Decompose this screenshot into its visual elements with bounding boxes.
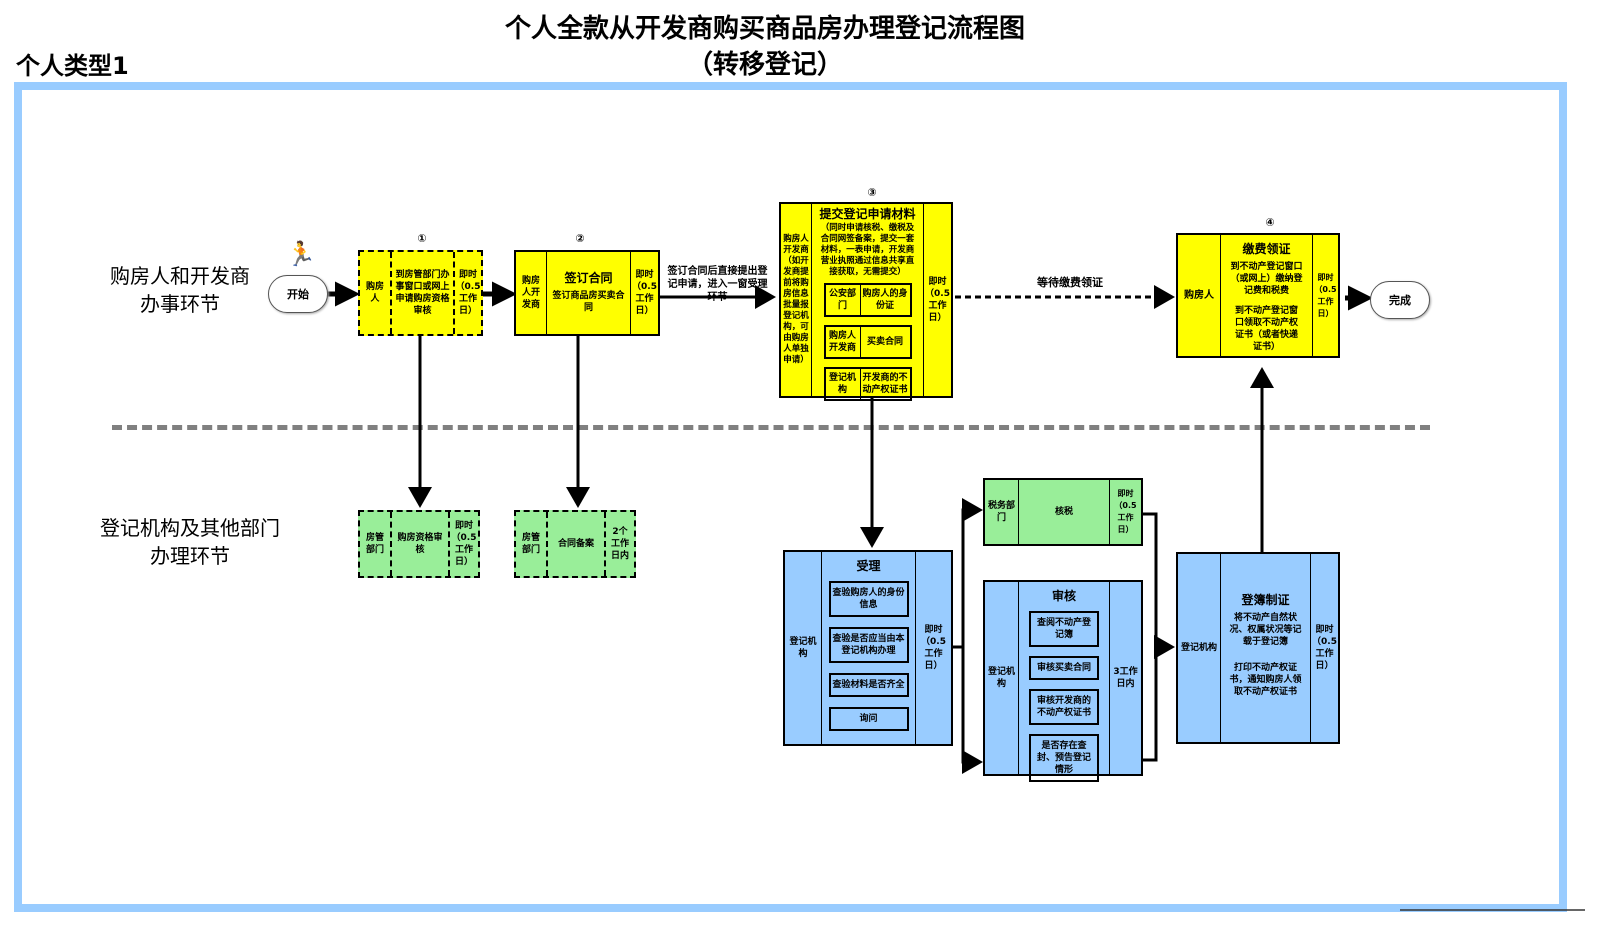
filing-time: 2个工作日内	[604, 512, 634, 576]
step-number: ③	[867, 186, 877, 199]
start-label: 开始	[287, 288, 309, 301]
register-detail: 打印不动产权证书，通知购房人领取不动产权证书	[1229, 663, 1302, 697]
step-number: ④	[1265, 216, 1275, 229]
step4-time: 即时（0.5工作日）	[1312, 235, 1338, 356]
start-terminal: 开始	[268, 275, 328, 313]
register-time: 即时（0.5工作日）	[1310, 554, 1338, 742]
step4-detail: 到不动产登记窗口（或网上）缴纳登记费和税费	[1230, 262, 1303, 296]
accept-heading: 受理	[856, 559, 881, 573]
review-check-item: 是否存在查封、预告登记情形	[1029, 734, 1099, 782]
qualification-dept: 房管部门	[365, 533, 384, 555]
step3-note: （同时申请核税、缴税及合同网签备案，提交一套材料，一表申请，开发商营业执照通过信…	[820, 223, 915, 277]
step3-action: 提交登记申请材料 （同时申请核税、缴税及合同网签备案，提交一套材料，一表申请，开…	[811, 204, 923, 401]
filing-action: 合同备案	[546, 512, 604, 576]
accept-check-item: 查验材料是否齐全	[828, 673, 909, 697]
material-dept: 登记机构	[826, 369, 861, 399]
material-doc: 开发商的不动产权证书	[862, 373, 908, 395]
accept-action: 受理 查验购房人的身份信息 查验是否应当由本登记机构办理 查验材料是否齐全 询问	[821, 552, 915, 744]
step2-heading: 签订合同	[564, 271, 613, 285]
lane-label-line: 办事环节	[140, 292, 220, 316]
register-dept: 登记机构	[1180, 643, 1217, 653]
tax-time: 即时（0.5工作日）	[1109, 480, 1141, 544]
step3-heading: 提交登记申请材料	[819, 207, 916, 221]
lane-label-applicant: 购房人和开发商 办事环节	[100, 262, 260, 318]
step2-time: 即时（0.5工作日）	[630, 252, 658, 334]
qualification-time: 即时（0.5工作日）	[448, 512, 478, 576]
qualification-review-box: 房管部门 购房资格审核 即时（0.5工作日）	[358, 510, 480, 578]
lane-label-agency: 登记机构及其他部门 办理环节	[100, 514, 280, 570]
tax-verification-box: 税务部门 核税 即时（0.5工作日）	[983, 478, 1143, 546]
register-action: 登簿制证 将不动产自然状况、权属状况等记载于登记簿 打印不动产权证书，通知购房人…	[1220, 554, 1310, 742]
arrow-label-submit: 签订合同后直接提出登记申请，进入一窗受理环节	[667, 266, 768, 303]
step4-actor: 购房人	[1184, 289, 1214, 301]
step1-time: 即时（0.5工作日）	[453, 252, 481, 334]
step1-qualification-box: 购房人 到房管部门办事窗口或网上申请购房资格审核 即时（0.5工作日）	[358, 250, 483, 336]
review-check-item: 审核开发商的不动产权证书	[1029, 689, 1099, 725]
qualification-action: 购房资格审核	[390, 512, 448, 576]
lane-divider	[112, 425, 1430, 430]
end-label: 完成	[1389, 294, 1411, 307]
lane-label-line: 登记机构及其他部门	[100, 516, 280, 540]
review-check-item: 审核买卖合同	[1029, 656, 1099, 680]
acceptance-box: 登记机构 受理 查验购房人的身份信息 查验是否应当由本登记机构办理 查验材料是否…	[783, 550, 953, 746]
arrow-label-wait: 等待缴费领证	[1037, 276, 1103, 289]
review-dept: 登记机构	[987, 667, 1015, 689]
review-heading: 审核	[1051, 589, 1076, 603]
review-check-item: 查阅不动产登记簿	[1029, 611, 1099, 647]
material-doc: 购房人的身份证	[862, 289, 908, 311]
step3-material-item: 登记机构 开发商的不动产权证书	[823, 367, 912, 401]
step2-action: 签订合同 签订商品房买卖合同	[546, 252, 630, 334]
contract-filing-box: 房管部门 合同备案 2个工作日内	[514, 510, 636, 578]
step4-action: 缴费领证 到不动产登记窗口（或网上）缴纳登记费和税费 到不动产登记窗口领取不动产…	[1220, 235, 1312, 356]
step3-material-item: 公安部门 购房人的身份证	[823, 283, 912, 317]
material-doc: 买卖合同	[866, 337, 903, 347]
accept-check-item: 询问	[828, 707, 909, 731]
step1-action: 到房管部门办事窗口或网上申请购房资格审核	[390, 252, 453, 334]
material-dept: 公安部门	[826, 285, 861, 315]
review-action: 审核 查阅不动产登记簿 审核买卖合同 审核开发商的不动产权证书 是否存在查封、预…	[1018, 582, 1109, 782]
end-terminal: 完成	[1370, 281, 1430, 319]
step1-actor: 购房人	[365, 282, 384, 304]
accept-check-item: 查验是否应当由本登记机构办理	[828, 627, 909, 663]
registration-certificate-box: 登记机构 登簿制证 将不动产自然状况、权属状况等记载于登记簿 打印不动产权证书，…	[1176, 552, 1340, 744]
step-number: ①	[417, 232, 427, 245]
tax-action: 核税	[1018, 480, 1109, 544]
filing-dept: 房管部门	[521, 533, 540, 555]
step2-actor: 购房人开发商	[521, 276, 540, 310]
lane-label-line: 购房人和开发商	[110, 264, 250, 288]
lane-label-line: 办理环节	[150, 544, 230, 568]
material-dept: 购房人开发商	[826, 327, 861, 357]
step3-time: 即时（0.5工作日）	[923, 204, 951, 396]
step4-payment-box: 购房人 缴费领证 到不动产登记窗口（或网上）缴纳登记费和税费 到不动产登记窗口领…	[1176, 233, 1340, 358]
step-number: ②	[575, 232, 585, 245]
step4-detail: 到不动产登记窗口领取不动产权证书（或者快递证书）	[1234, 306, 1298, 352]
diagram-subtitle: （转移登记）	[686, 50, 843, 80]
step3-actor: 购房人开发商（如开发商提前将购房信息批量报登记机构，可由购房人单独申请）	[783, 234, 809, 365]
register-detail: 将不动产自然状况、权属状况等记载于登记簿	[1229, 613, 1302, 647]
step3-material-item: 购房人开发商 买卖合同	[823, 325, 912, 359]
arrow-accept-to-review	[961, 647, 983, 774]
accept-dept: 登记机构	[789, 637, 817, 659]
step3-application-box: 购房人开发商（如开发商提前将购房信息批量报登记机构，可由购房人单独申请） 提交登…	[779, 202, 953, 401]
arrow-accept-to-tax	[953, 498, 983, 649]
running-person-icon: 🏃	[286, 240, 316, 268]
step4-heading: 缴费领证	[1242, 242, 1291, 256]
review-time: 3工作日内	[1109, 582, 1141, 774]
type-label: 个人类型1	[16, 52, 129, 80]
arrow-tax-to-register	[1143, 512, 1158, 762]
review-box: 登记机构 审核 查阅不动产登记簿 审核买卖合同 审核开发商的不动产权证书 是否存…	[983, 580, 1143, 782]
accept-time: 即时（0.5工作日）	[915, 552, 951, 744]
diagram-title: 个人全款从开发商购买商品房办理登记流程图	[504, 14, 1025, 44]
tax-dept: 税务部门	[987, 501, 1015, 523]
step2-detail: 签订商品房买卖合同	[552, 291, 625, 313]
step2-contract-box: 购房人开发商 签订合同 签订商品房买卖合同 即时（0.5工作日）	[514, 250, 660, 336]
register-heading: 登簿制证	[1241, 593, 1290, 607]
accept-check-item: 查验购房人的身份信息	[828, 581, 909, 617]
